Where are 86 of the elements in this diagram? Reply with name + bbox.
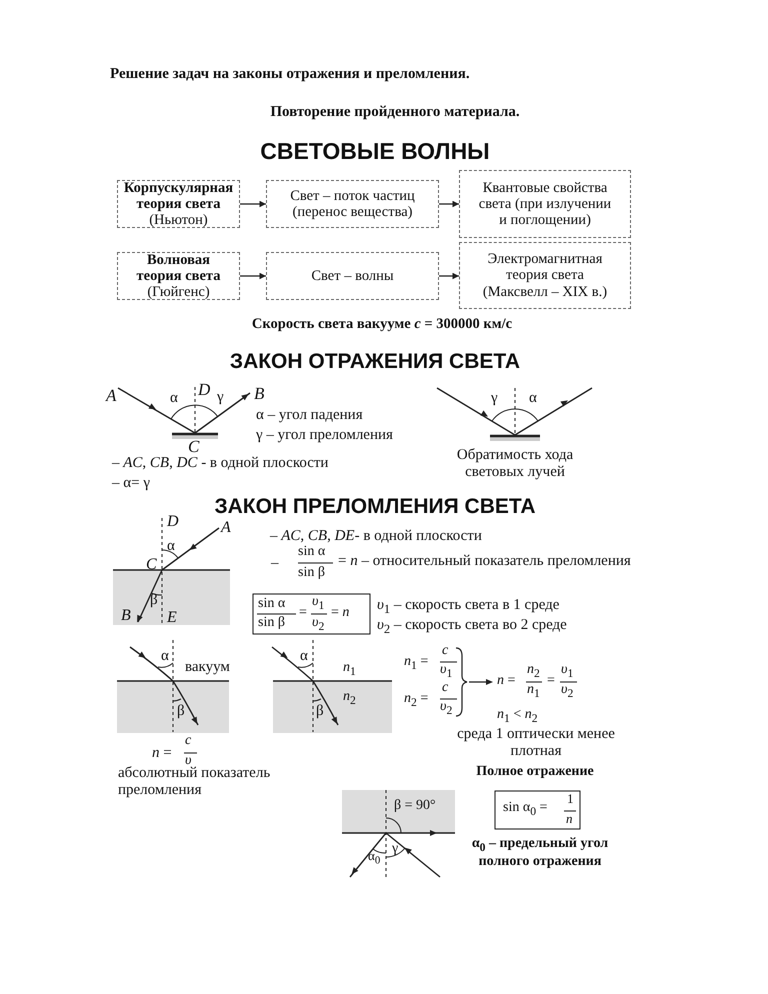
angle-label: α bbox=[170, 390, 178, 408]
medium-label: вакуум bbox=[185, 659, 230, 676]
formula-text: sin β bbox=[298, 565, 325, 582]
section-heading: Полное отражение bbox=[476, 764, 594, 780]
formula-text: n = bbox=[152, 745, 172, 762]
arrow bbox=[240, 272, 266, 280]
arrow bbox=[439, 200, 459, 208]
box-heading: Корпускулярная теория света bbox=[122, 180, 234, 212]
angle-label: γ bbox=[217, 389, 224, 406]
formula-text: υ$_{1}$ bbox=[561, 662, 574, 680]
dash-mark: – bbox=[271, 555, 278, 572]
note: Скорость света вакууме c = 300000 км/с bbox=[252, 316, 512, 333]
formula-text: = bbox=[547, 673, 555, 690]
caption-text: α$_{0}$ – предельный угол полного отражения bbox=[470, 836, 610, 870]
formula-text: sin β bbox=[258, 615, 285, 632]
formula-text: c bbox=[442, 680, 448, 696]
point-letter: A bbox=[106, 386, 116, 406]
formula-text: c bbox=[442, 643, 448, 660]
formula-text: n$_{1}$ bbox=[527, 682, 540, 700]
section-heading: ЗАКОН ОТРАЖЕНИЯ СВЕТА bbox=[230, 350, 520, 374]
formula-text: υ bbox=[185, 753, 192, 768]
point-letter: C bbox=[188, 437, 200, 457]
formula-text: n$_{1}$ < n$_{2}$ bbox=[497, 707, 538, 726]
concept-box: Квантовые свойства света (при излучении и поглощении) bbox=[459, 170, 631, 238]
formula-text: 1 bbox=[567, 792, 574, 807]
formula-text: = n bbox=[331, 605, 350, 622]
point-letter: A bbox=[221, 519, 231, 538]
point-letter: D bbox=[167, 513, 179, 532]
section-heading: ЗАКОН ПРЕЛОМЛЕНИЯ СВЕТА bbox=[214, 495, 536, 520]
definition-text: γ – угол преломления bbox=[256, 427, 393, 444]
formula-text: sin α$_{0}$ = bbox=[503, 800, 548, 818]
arrow bbox=[439, 272, 459, 280]
formula-text: n$_{2}$ bbox=[527, 662, 540, 680]
formula-text: c bbox=[185, 733, 192, 750]
page-title: Решение задач на законы отражения и преломления. bbox=[110, 66, 470, 84]
caption-text: среда 1 оптически менее плотная bbox=[456, 726, 616, 760]
angle-label: β bbox=[316, 703, 324, 720]
definition-text: υ$_{2}$ – скорость света во 2 среде bbox=[377, 617, 567, 636]
box-text: (Ньютон) bbox=[149, 212, 208, 228]
formula-text: υ$_{2}$ bbox=[561, 682, 574, 700]
subtitle: Повторение пройденного материала. bbox=[270, 104, 520, 122]
angle-label: α bbox=[167, 538, 175, 556]
point-letter: D bbox=[198, 380, 210, 400]
formula-text: υ$_{1}$ bbox=[440, 662, 452, 680]
law-text: – α= γ bbox=[112, 475, 150, 492]
point-letter: B bbox=[254, 384, 264, 404]
formula-text: υ$_{2}$ bbox=[440, 699, 452, 718]
formula-text: sin α bbox=[298, 544, 326, 560]
concept-box bbox=[117, 180, 240, 228]
medium-label: n$_{1}$ bbox=[343, 660, 356, 678]
point-letter: C bbox=[146, 556, 157, 574]
formula-text: n bbox=[566, 812, 572, 827]
definition-text: υ$_{1}$ – скорость света в 1 среде bbox=[377, 597, 560, 616]
angle-label: α bbox=[529, 390, 537, 408]
angle-label: α bbox=[161, 648, 169, 666]
angle-label: α$_{0}$ bbox=[368, 849, 380, 868]
box-heading: Волновая теория света bbox=[136, 252, 221, 284]
law-text: – AC, CB, DC - в одной плоскости bbox=[112, 455, 328, 472]
definition-text: α – угол падения bbox=[256, 407, 363, 424]
formula-text: = bbox=[299, 605, 307, 622]
section-heading: СВЕТОВЫЕ ВОЛНЫ bbox=[260, 138, 490, 164]
caption-text: Обратимость хода световых лучей bbox=[456, 447, 574, 482]
medium-label: n$_{2}$ bbox=[343, 689, 356, 708]
angle-label: γ bbox=[392, 841, 398, 858]
concept-box: Свет – волны bbox=[266, 252, 439, 300]
law-text: = n – относительный показатель преломления bbox=[338, 553, 632, 570]
box-text: (Гюйгенс) bbox=[147, 284, 210, 300]
arrow bbox=[240, 200, 266, 208]
point-letter: E bbox=[167, 609, 177, 628]
formula-text: υ$_{2}$ bbox=[312, 615, 324, 634]
formula-text: υ$_{1}$ bbox=[312, 594, 324, 612]
angle-label: γ bbox=[491, 390, 498, 408]
angle-label: α bbox=[300, 648, 308, 666]
formula-text: n$_{1}$ = bbox=[404, 654, 428, 672]
point-letter: B bbox=[121, 607, 131, 626]
concept-box: Электромагнитная теория света (Максвелл – XIX в.) bbox=[459, 242, 631, 309]
concept-box bbox=[117, 252, 240, 300]
formula-text: sin α bbox=[258, 596, 286, 612]
formula-text: n = bbox=[497, 673, 516, 690]
caption-text: абсолютный показатель преломления bbox=[118, 765, 272, 800]
law-text: – AC, CB, DE- в одной плоскости bbox=[270, 528, 482, 546]
formula-text: n$_{2}$ = bbox=[404, 691, 428, 710]
angle-label: β bbox=[177, 703, 185, 720]
angle-label: β = 90° bbox=[394, 798, 436, 814]
concept-box: Свет – поток частиц (перенос вещества) bbox=[266, 180, 439, 228]
angle-label: β bbox=[150, 592, 158, 610]
